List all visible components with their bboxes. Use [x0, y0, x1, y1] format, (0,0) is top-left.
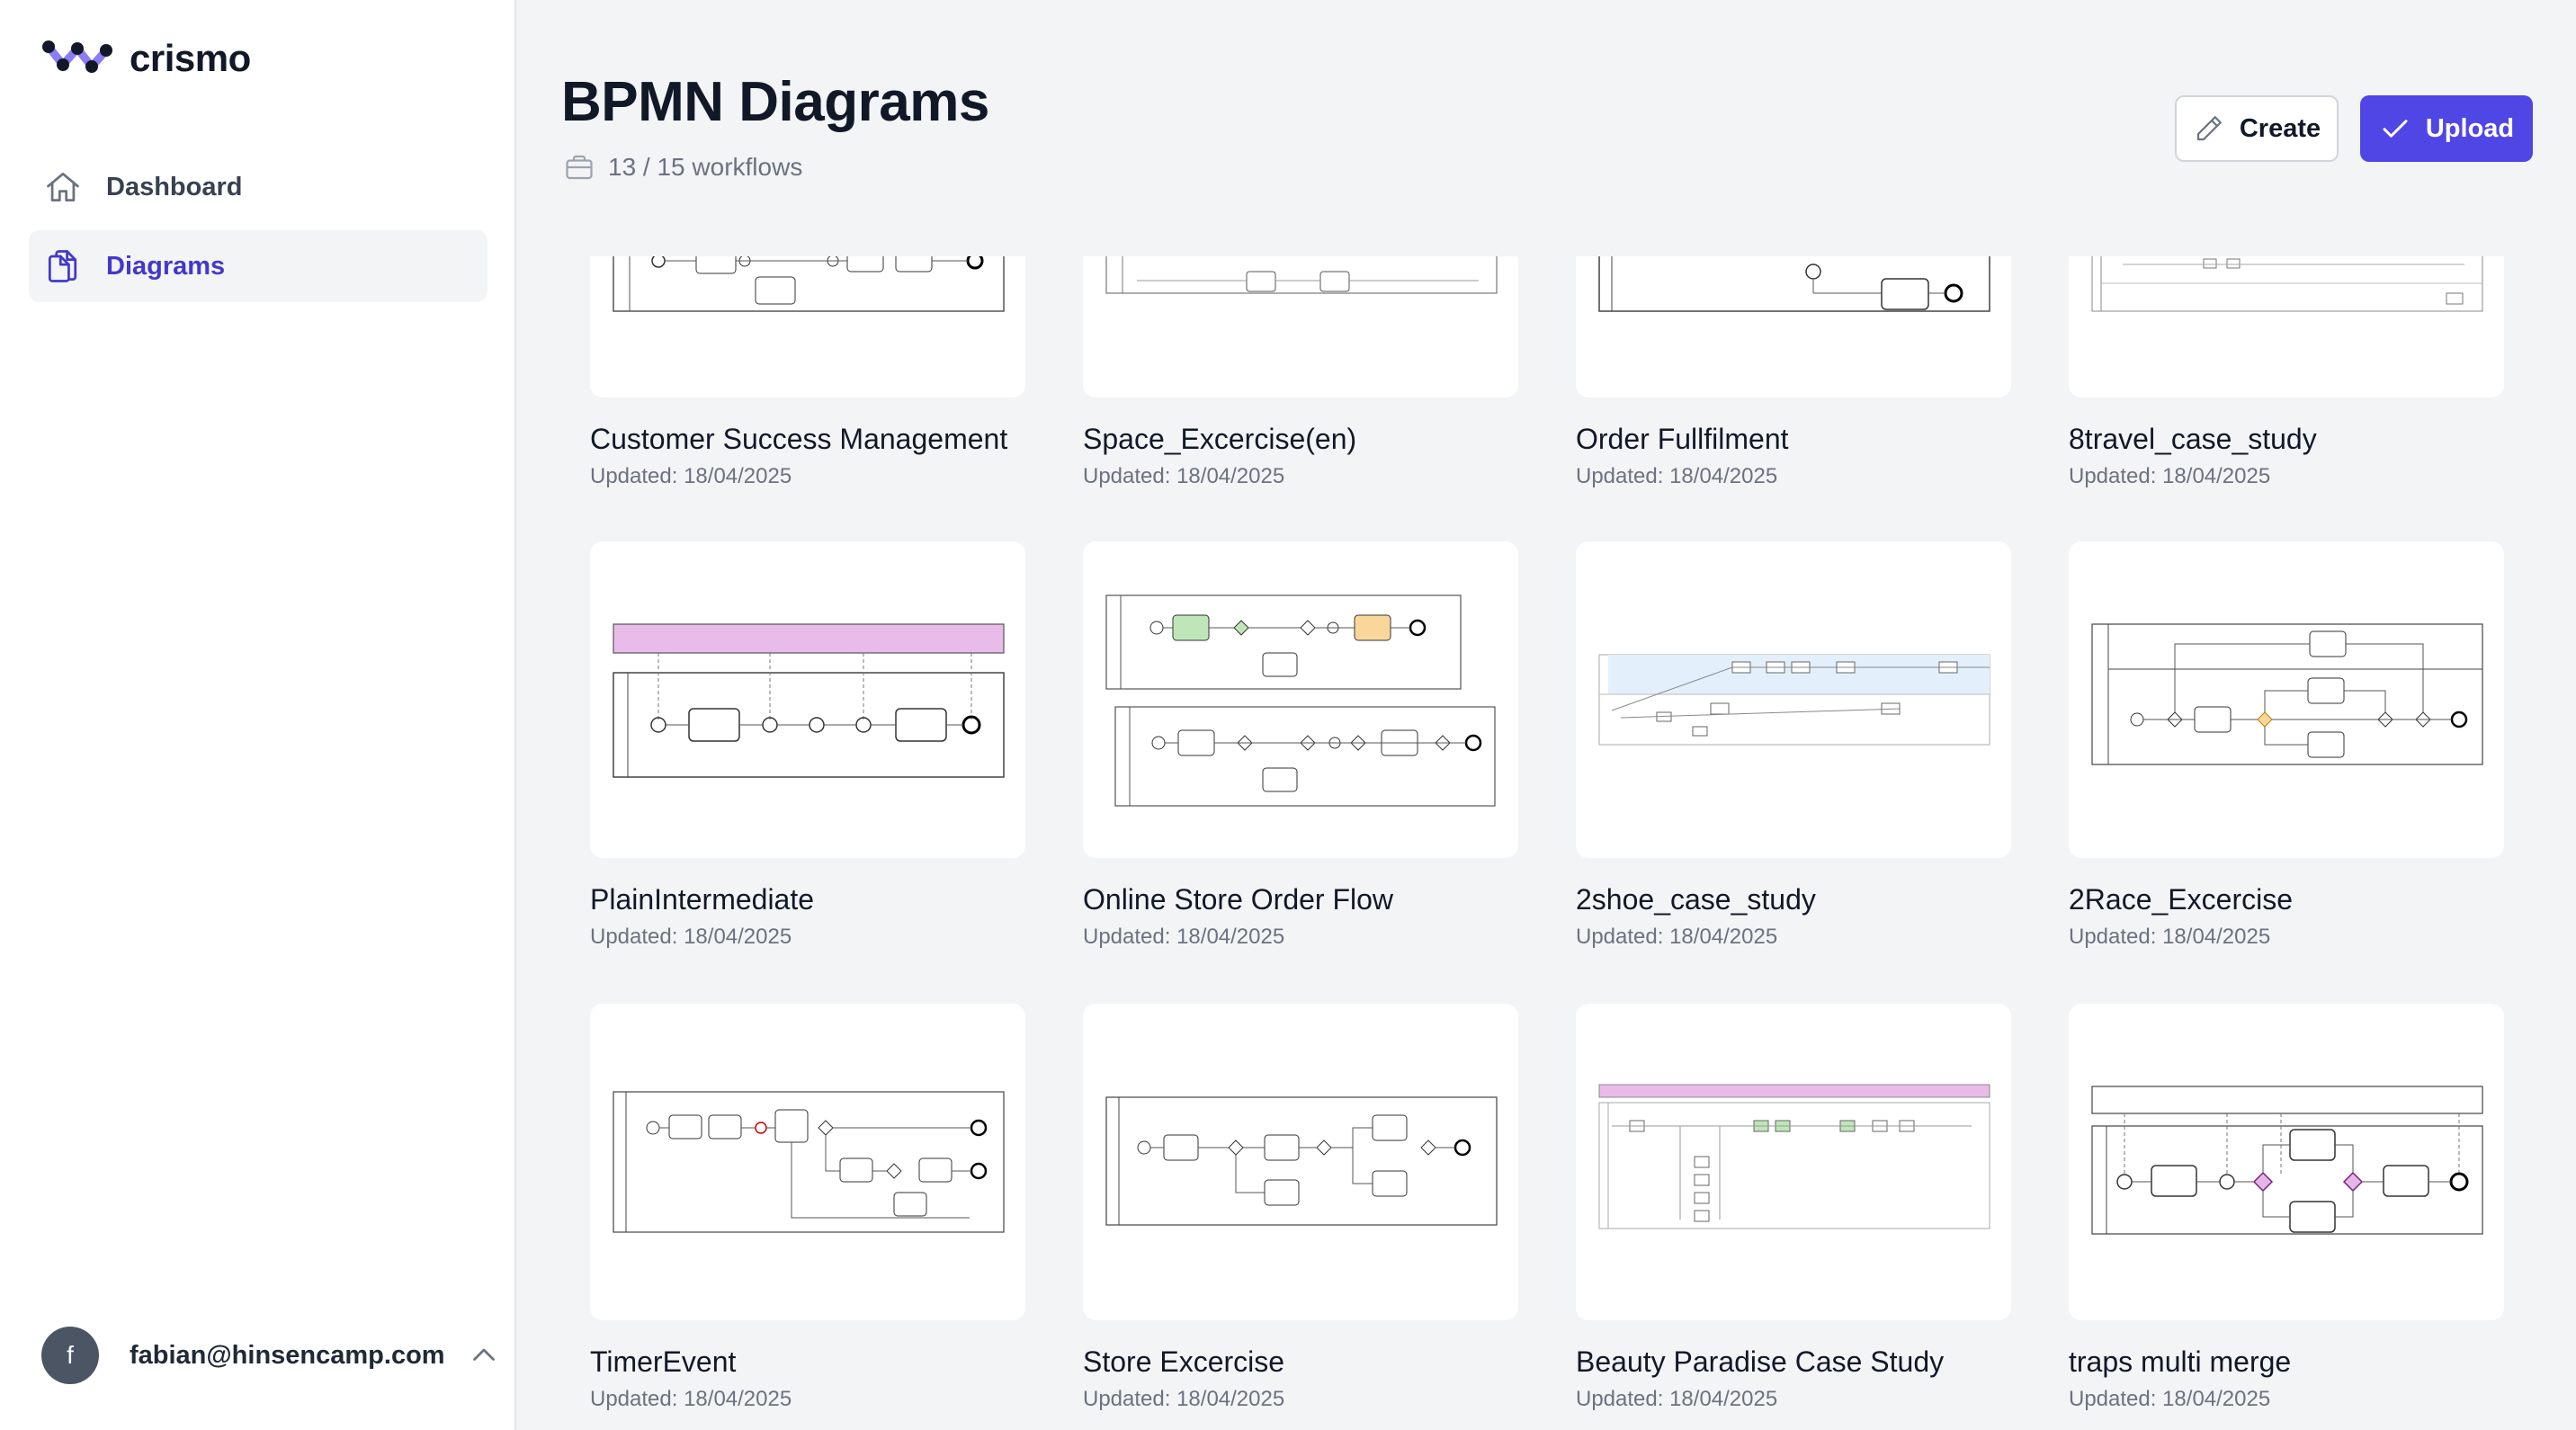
diagram-updated: Updated: 18/04/2025: [1083, 464, 1285, 488]
brand-name: crismo: [130, 37, 251, 79]
diagram-updated: Updated: 18/04/2025: [1083, 1387, 1285, 1411]
diagram-thumbnail[interactable]: [590, 541, 1025, 858]
diagram-title[interactable]: 8travel_case_study: [2069, 423, 2317, 455]
bpmn-preview-icon: [613, 623, 1005, 778]
diagram-updated: Updated: 18/04/2025: [1576, 925, 1778, 949]
crismo-logo-icon: [42, 40, 112, 73]
chevron-up-icon[interactable]: [468, 1339, 500, 1372]
diagram-title[interactable]: Beauty Paradise Case Study: [1576, 1345, 1945, 1378]
workflow-count-text: 13 / 15 workflows: [608, 153, 803, 181]
bpmn-preview-icon: [613, 1091, 1005, 1233]
home-icon: [47, 172, 79, 202]
diagram-title[interactable]: 2Race_Excercise: [2069, 883, 2293, 916]
diagram-updated: Updated: 18/04/2025: [2069, 464, 2271, 488]
sidebar-item-dashboard[interactable]: Dashboard: [29, 151, 487, 223]
workflow-count: 13 / 15 workflows: [563, 151, 802, 183]
sidebar-item-label: Dashboard: [106, 172, 243, 201]
diagram-title[interactable]: Online Store Order Flow: [1083, 883, 1394, 916]
bpmn-preview-icon: [1598, 1084, 1990, 1229]
diagram-updated: Updated: 18/04/2025: [1083, 925, 1285, 949]
diagram-thumbnail[interactable]: [590, 1004, 1025, 1320]
user-menu[interactable]: f fabian@hinsencamp.com: [41, 1326, 500, 1385]
diagram-title[interactable]: Space_Excercise(en): [1083, 423, 1357, 455]
user-email: fabian@hinsencamp.com: [130, 1340, 445, 1370]
check-icon: [2383, 120, 2408, 138]
upload-button[interactable]: Upload: [2360, 95, 2533, 162]
sidebar-nav: Dashboard Diagrams: [29, 151, 487, 309]
pencil-icon: [2196, 116, 2222, 141]
sidebar: crismo Dashboard Diagrams f fabian@hinse…: [0, 0, 516, 1430]
diagram-title[interactable]: 2shoe_case_study: [1576, 883, 1816, 916]
diagram-updated: Updated: 18/04/2025: [590, 925, 792, 949]
diagram-title[interactable]: PlainIntermediate: [590, 883, 815, 916]
upload-button-label: Upload: [2425, 113, 2515, 143]
briefcase-icon: [566, 155, 593, 180]
diagram-thumbnail[interactable]: [1083, 1004, 1518, 1320]
diagram-thumbnail[interactable]: [2069, 541, 2504, 858]
diagram-updated: Updated: 18/04/2025: [1576, 1387, 1778, 1411]
bpmn-preview-icon: [2091, 1086, 2483, 1235]
page-header: BPMN Diagrams 13 / 15 workflows Create U…: [518, 0, 2576, 256]
documents-icon: [48, 250, 77, 282]
diagram-title[interactable]: TimerEvent: [590, 1345, 737, 1378]
diagram-thumbnail[interactable]: [1576, 541, 2011, 858]
sidebar-item-diagrams[interactable]: Diagrams: [29, 230, 487, 302]
diagram-thumbnail[interactable]: [1083, 541, 1518, 858]
diagram-updated: Updated: 18/04/2025: [590, 1387, 792, 1411]
main-content: Customer Success Management Updated: 18/…: [518, 0, 2576, 1430]
avatar: f: [41, 1327, 99, 1384]
diagram-title[interactable]: traps multi merge: [2069, 1345, 2292, 1378]
diagram-updated: Updated: 18/04/2025: [2069, 925, 2271, 949]
bpmn-preview-icon: [1598, 654, 1990, 746]
create-button-label: Create: [2239, 113, 2321, 143]
diagram-title[interactable]: Customer Success Management: [590, 423, 1008, 455]
bpmn-preview-icon: [1105, 594, 1496, 807]
diagram-updated: Updated: 18/04/2025: [590, 464, 792, 488]
page-title: BPMN Diagrams: [561, 71, 989, 133]
diagram-title[interactable]: Store Excercise: [1083, 1345, 1285, 1378]
diagram-updated: Updated: 18/04/2025: [2069, 1387, 2271, 1411]
diagram-title[interactable]: Order Fullfilment: [1576, 423, 1789, 455]
brand[interactable]: crismo: [41, 36, 251, 81]
diagram-updated: Updated: 18/04/2025: [1576, 464, 1778, 488]
bpmn-preview-icon: [1105, 1096, 1498, 1226]
create-button[interactable]: Create: [2175, 95, 2339, 162]
sidebar-item-label: Diagrams: [106, 251, 226, 281]
diagram-thumbnail[interactable]: [1576, 1004, 2011, 1320]
diagram-thumbnail[interactable]: [2069, 1004, 2504, 1320]
bpmn-preview-icon: [2091, 623, 2483, 765]
